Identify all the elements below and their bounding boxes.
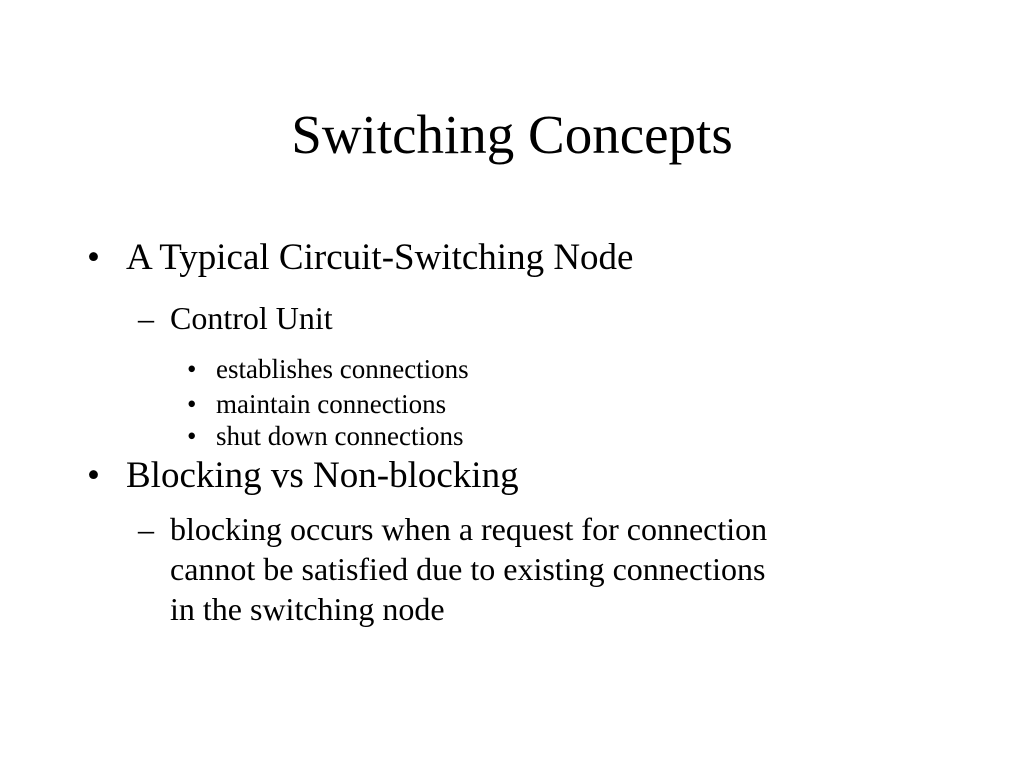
dash-marker: –	[138, 300, 154, 336]
dash-marker: –	[138, 511, 154, 547]
bullet-marker: •	[87, 237, 100, 278]
sub-item-text: Control Unit	[170, 300, 333, 336]
bullet-marker: •	[187, 421, 197, 451]
text-line: blocking occurs when a request for conne…	[170, 511, 768, 547]
sub-sub-item-text: shut down connections	[216, 421, 464, 451]
slide-title: Switching Concepts	[291, 104, 733, 165]
sub-sub-item-text: establishes connections	[216, 354, 469, 384]
bullet-marker: •	[187, 354, 197, 384]
sub-item-text: blocking occurs when a request for conne…	[170, 509, 950, 629]
sub-sub-item-text: maintain connections	[216, 389, 447, 419]
bullet-text: A Typical Circuit-Switching Node	[126, 237, 634, 278]
text-line: in the switching node	[170, 591, 445, 627]
bullet-marker: •	[87, 455, 100, 496]
bullet-text: Blocking vs Non-blocking	[126, 455, 519, 496]
text-line: cannot be satisfied due to existing conn…	[170, 551, 766, 587]
bullet-marker: •	[187, 389, 197, 419]
